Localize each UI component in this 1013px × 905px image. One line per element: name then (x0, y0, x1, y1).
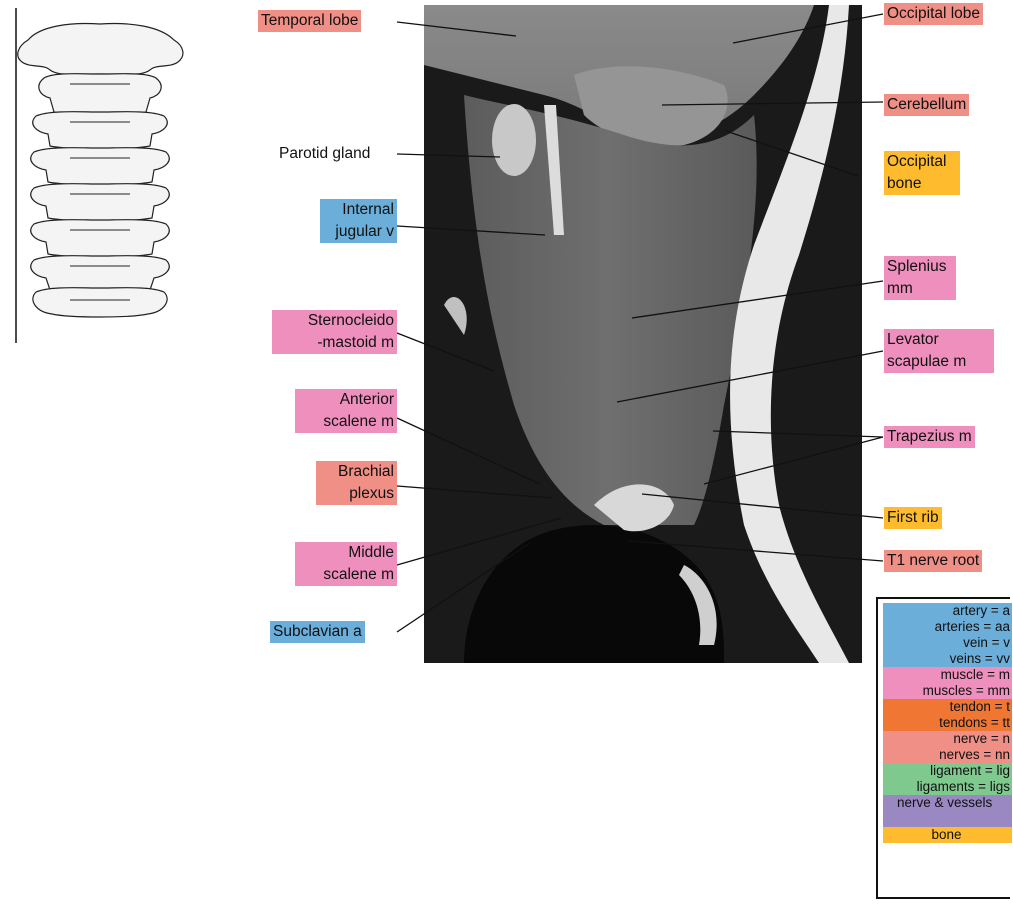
label-subclavian-a: Subclavian a (270, 621, 365, 643)
label-line-1: Sternocleido (275, 310, 394, 332)
legend-row: tendon = t (883, 699, 1012, 715)
label-line-2: -mastoid m (275, 332, 394, 354)
label-splenius-mm: Splenius mm (884, 256, 956, 300)
label-temporal-lobe: Temporal lobe (258, 10, 361, 32)
legend-row: nerve & vessels (883, 795, 1012, 827)
label-line-1: Levator (887, 329, 991, 351)
label-parotid-gland: Parotid gland (276, 143, 373, 165)
legend-row: artery = a (883, 603, 1012, 619)
label-line-2: mm (887, 278, 953, 300)
label-line-1: Internal (323, 199, 394, 221)
legend-row: nerve = n (883, 731, 1012, 747)
vertebrae (18, 24, 183, 317)
label-occipital-bone: Occipital bone (884, 151, 960, 195)
label-first-rib: First rib (884, 507, 942, 529)
label-line-2: bone (887, 173, 957, 195)
label-line-1: Anterior (298, 389, 394, 411)
label-line-1: Middle (298, 542, 394, 564)
legend-row: arteries = aa (883, 619, 1012, 635)
legend-row: ligaments = ligs (883, 779, 1012, 795)
label-line-1: Splenius (887, 256, 953, 278)
label-line-1: Brachial (319, 461, 394, 483)
cervical-spine-sketch (0, 0, 200, 350)
mri-sagittal-image (424, 5, 862, 663)
label-anterior-scalene-m: Anterior scalene m (295, 389, 397, 433)
label-occipital-lobe: Occipital lobe (884, 3, 983, 25)
label-cerebellum: Cerebellum (884, 94, 969, 116)
legend-row: muscle = m (883, 667, 1012, 683)
label-brachial-plexus: Brachial plexus (316, 461, 397, 505)
legend-row: vein = v (883, 635, 1012, 651)
legend-row: veins = vv (883, 651, 1012, 667)
label-line-2: scapulae m (887, 351, 991, 373)
label-line-2: scalene m (298, 411, 394, 433)
label-line-2: jugular v (323, 221, 394, 243)
legend-row: bone (883, 827, 1012, 843)
legend-row: tendons = tt (883, 715, 1012, 731)
label-middle-scalene-m: Middle scalene m (295, 542, 397, 586)
label-levator-scapulae-m: Levator scapulae m (884, 329, 994, 373)
legend-row: ligament = lig (883, 763, 1012, 779)
label-internal-jugular-v: Internal jugular v (320, 199, 397, 243)
label-line-1: Occipital (887, 151, 957, 173)
legend-row: nerves = nn (883, 747, 1012, 763)
label-trapezius-m: Trapezius m (884, 426, 975, 448)
label-sternocleidomastoid-m: Sternocleido -mastoid m (272, 310, 397, 354)
legend-row: muscles = mm (883, 683, 1012, 699)
label-line-2: scalene m (298, 564, 394, 586)
label-t1-nerve-root: T1 nerve root (884, 550, 982, 572)
label-line-2: plexus (319, 483, 394, 505)
